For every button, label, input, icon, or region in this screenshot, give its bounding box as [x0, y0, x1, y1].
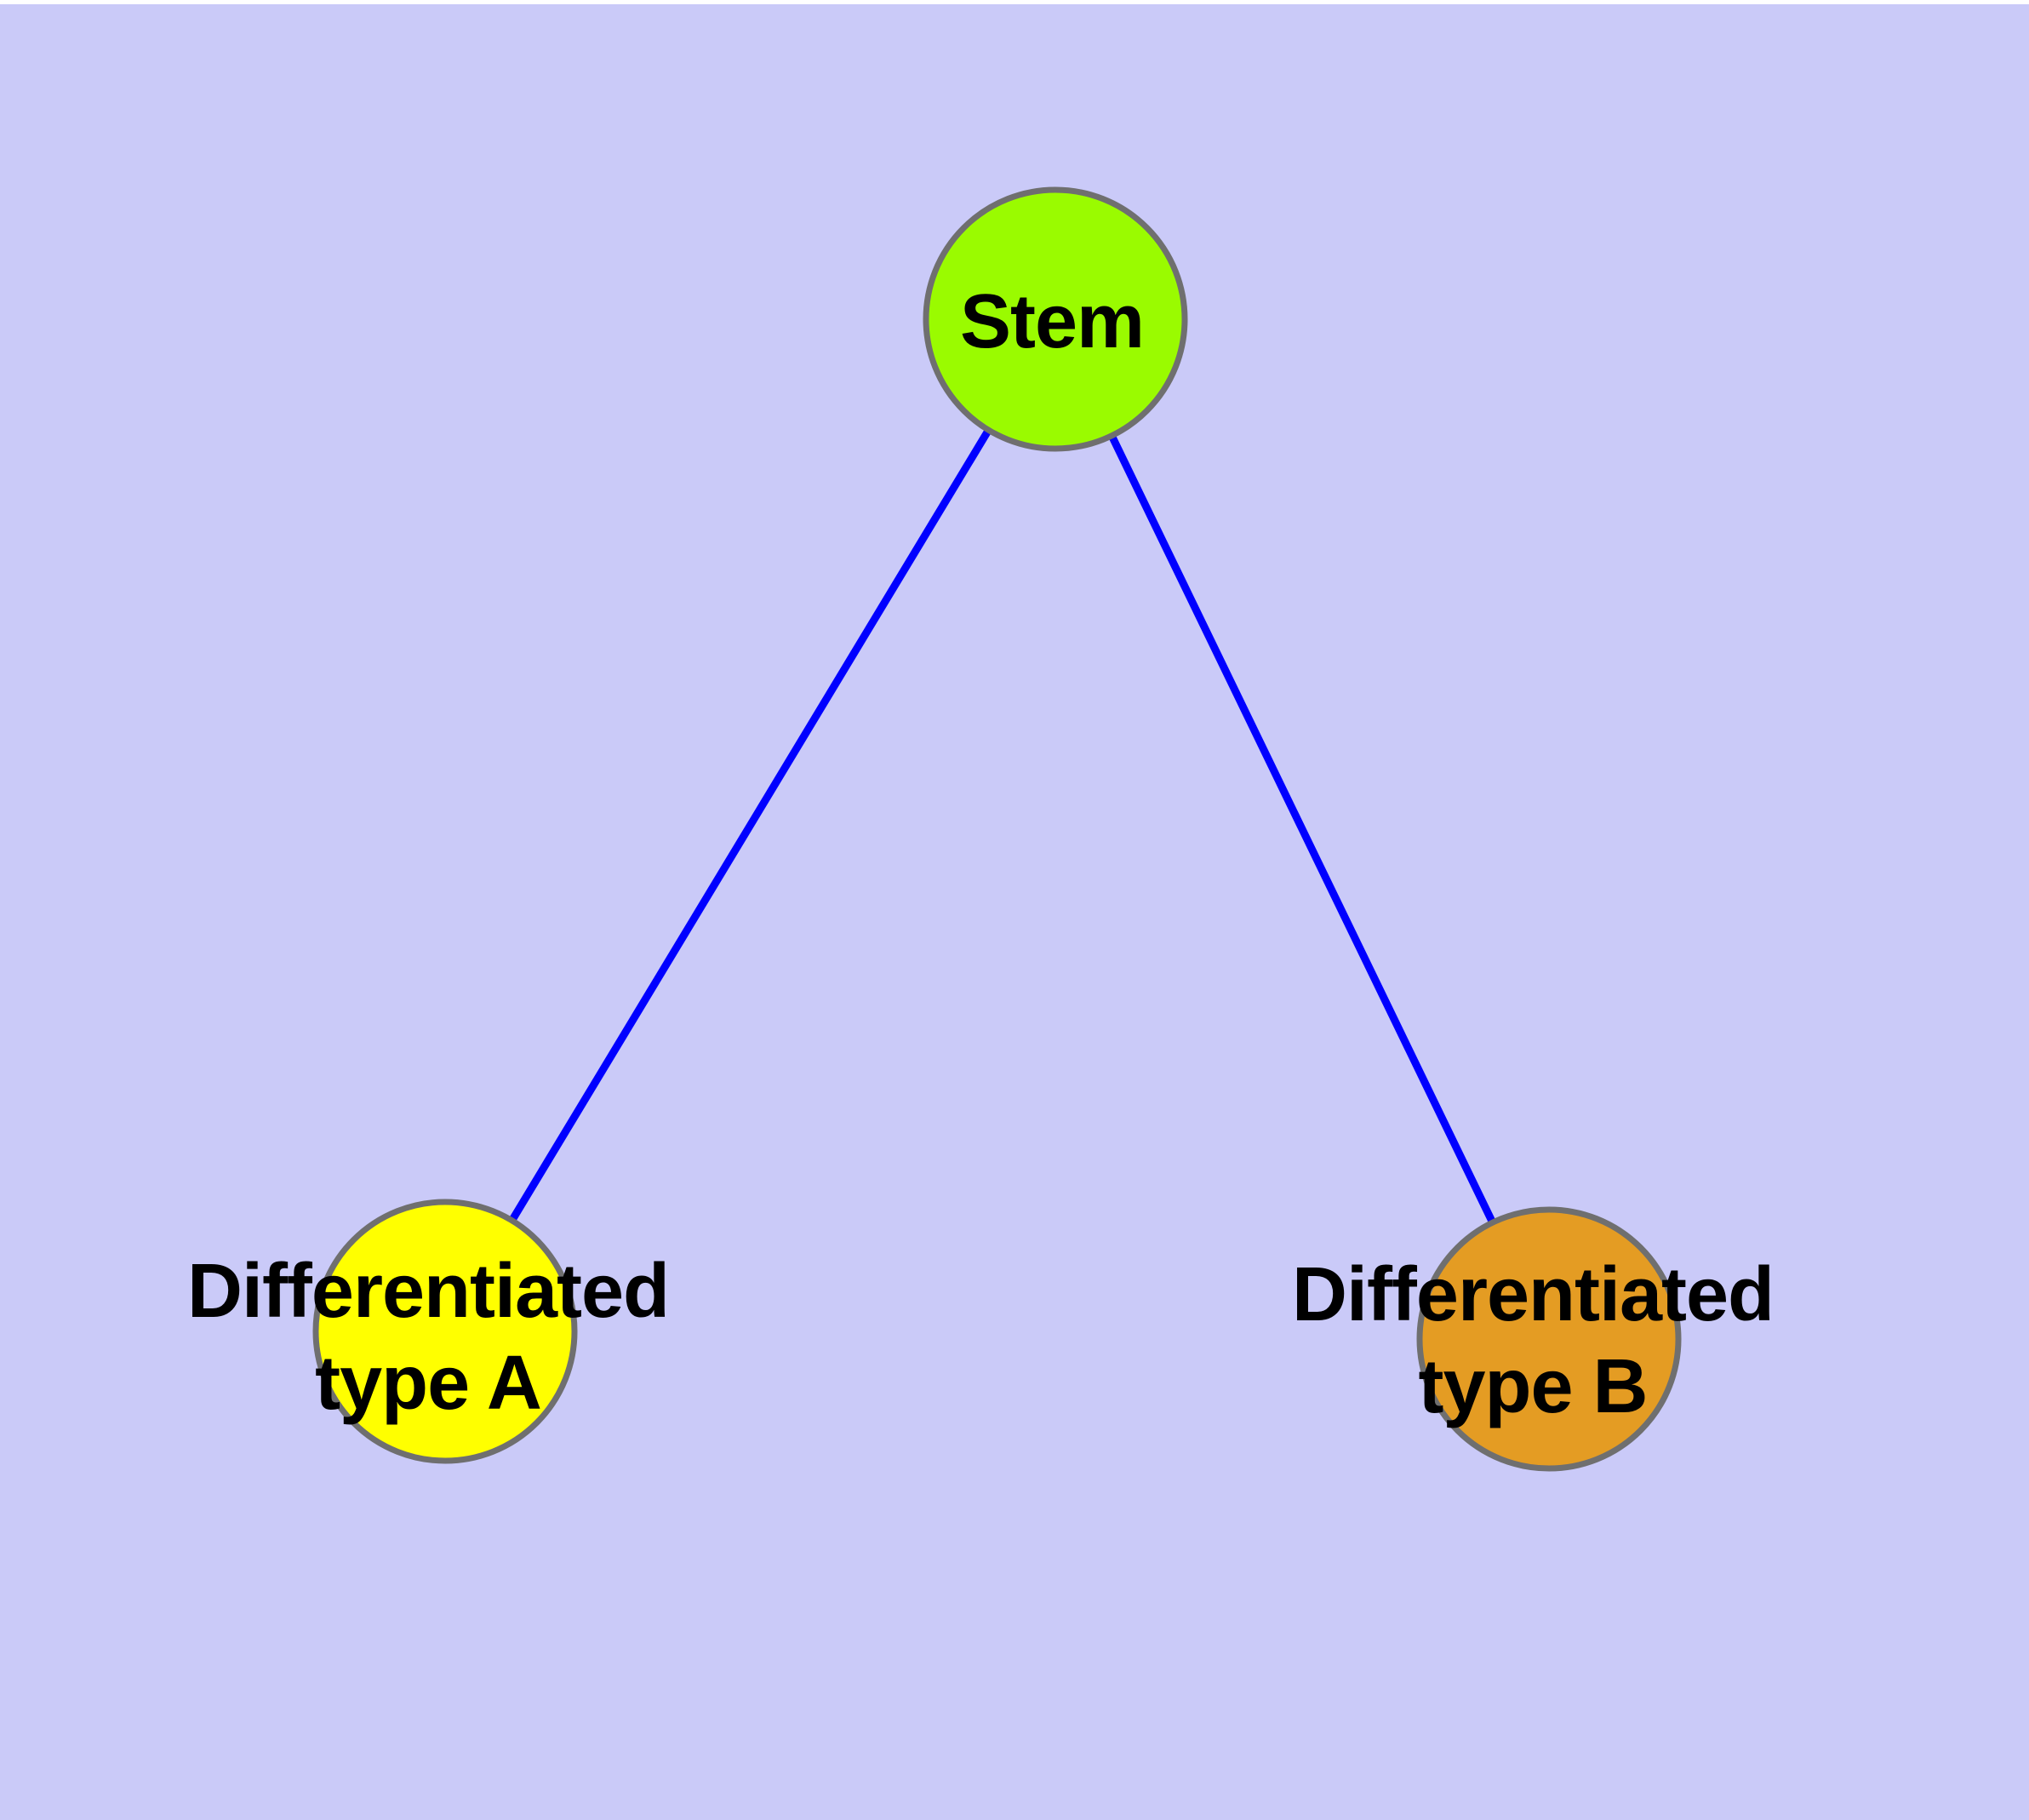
- node-label-line: Stem: [960, 279, 1144, 364]
- node-label-line: Differentiated: [1292, 1252, 1774, 1337]
- edge-stem-type-a: [442, 317, 1059, 1334]
- top-edge-strip: [0, 0, 2029, 4]
- edge-stem-type-b: [1051, 318, 1553, 1341]
- node-label-line: type B: [1418, 1344, 1647, 1429]
- node-label-stem: Stem: [960, 279, 1144, 364]
- node-label-line: Differentiated: [187, 1249, 669, 1334]
- node-label-line: type A: [315, 1341, 541, 1426]
- node-circle-type-a: [312, 1199, 578, 1464]
- node-circle-stem: [923, 186, 1188, 452]
- node-circle-type-b: [1416, 1206, 1682, 1472]
